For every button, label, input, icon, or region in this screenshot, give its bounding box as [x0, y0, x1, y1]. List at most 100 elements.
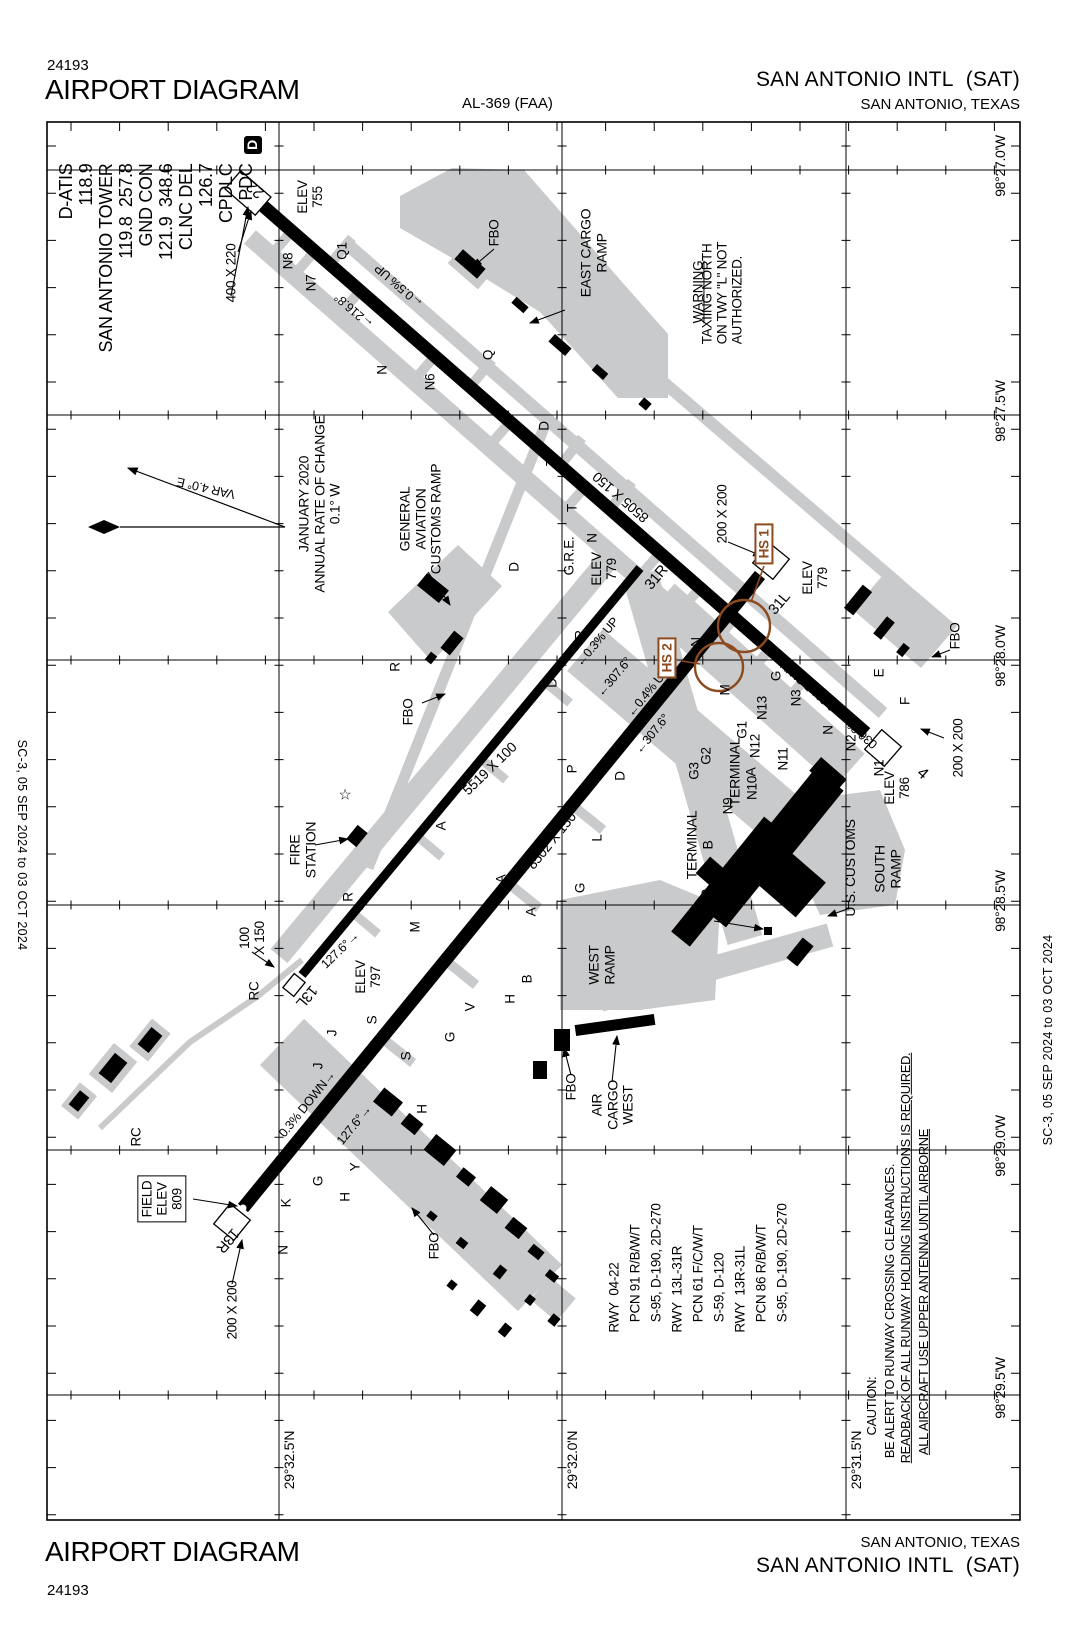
taxiway-label-n-mid: N — [584, 533, 600, 543]
building — [754, 846, 826, 918]
taxiway-label-a3: A — [523, 907, 539, 917]
leader-arrow — [251, 951, 275, 968]
taxiway-label-s1: S — [364, 1015, 380, 1025]
rc-road-label-1: RC — [246, 981, 262, 1001]
building — [527, 1243, 545, 1261]
taxiway-label-n11: N11 — [775, 747, 791, 771]
building — [524, 1293, 536, 1307]
blastpad-13R — [212, 1202, 252, 1242]
building — [426, 1210, 438, 1222]
leader-arrow — [230, 205, 251, 297]
airport-code: (SAT) — [965, 68, 1020, 91]
leader-arrow — [472, 248, 495, 268]
south-ramp-label: SOUTH RAMP — [871, 845, 903, 893]
east-cargo-ramp-label: EAST CARGO RAMP — [577, 208, 609, 298]
leader-arrow — [713, 920, 765, 932]
heading-307-13l: ←307.6° — [593, 654, 635, 700]
leader-arrow — [314, 836, 350, 846]
longitude-label: 98°27.5'W — [992, 380, 1009, 442]
taxiway-label-n6: N6 — [422, 373, 438, 391]
magnetic-variation-label: VAR 4.0° E — [175, 474, 237, 502]
taxiway-label-n8: N8 — [280, 252, 296, 270]
chart-number-bottom: 24193 — [47, 1582, 89, 1599]
taxiway-label-r1: R — [572, 630, 588, 640]
pdc-d-symbol: D — [244, 140, 261, 150]
rate-of-change-label: JANUARY 2020 ANNUAL RATE OF CHANGE 0.1° … — [295, 415, 343, 593]
latitude-label: 29°31.5'N — [848, 1430, 865, 1490]
airport-name: SAN ANTONIO INTL — [755, 68, 954, 91]
heading-307-13r: ←307.6° — [631, 711, 673, 757]
taxiway-label-q: Q — [480, 349, 496, 361]
runway-13r31l-dimensions: 8502 X 150 — [523, 808, 580, 873]
building — [896, 642, 910, 658]
taxiway-label-n13: N13 — [754, 696, 770, 720]
elev-779-31r: ELEV 779 — [588, 552, 619, 586]
longitude-label: 98°28.0'W — [992, 625, 1009, 687]
blastpad-13l-label: 100 X 150 — [236, 921, 267, 955]
field-elevation-box: FIELD ELEV 809 — [137, 1175, 187, 1223]
building — [68, 1090, 90, 1112]
fire-station-label: FIRE STATION — [286, 821, 318, 879]
taxiway-label-k: K — [278, 1198, 294, 1208]
building — [417, 572, 449, 604]
leader-arrow — [562, 1046, 572, 1076]
taxiway-label-j2: J — [310, 1062, 326, 1070]
latitude-label: 29°32.0'N — [564, 1430, 581, 1490]
fbo-west-label: FBO — [563, 1073, 579, 1101]
runway-31l-number: 31L — [765, 588, 794, 619]
taxiway-label-n7: N7 — [303, 274, 319, 292]
building — [456, 1167, 476, 1187]
building — [591, 364, 609, 380]
leader-arrow — [421, 693, 447, 704]
field-elevation-point — [239, 1204, 247, 1212]
leader-arrow — [231, 1238, 244, 1285]
airport-name: SAN ANTONIO INTL — [755, 1554, 954, 1577]
runway-13l-number: 13L — [292, 981, 321, 1012]
leader-arrow — [826, 907, 851, 917]
taxiway-label-h3: H — [337, 1192, 353, 1202]
blastpad-13r-label: 200 X 200 — [224, 1280, 240, 1340]
airport-name-bottom: SAN ANTONIO INTL (SAT) — [756, 1554, 1020, 1578]
leader-arrow — [192, 1198, 239, 1209]
taxiway-label-m-hs: M — [717, 684, 733, 696]
taxiway-label-d4: D — [612, 771, 628, 781]
leader-arrow — [528, 309, 566, 324]
building — [423, 1134, 457, 1166]
building — [504, 1216, 528, 1240]
gre-label: G.R.E. — [561, 536, 577, 576]
taxiway-label-a2: A — [493, 874, 509, 884]
building — [786, 937, 814, 967]
taxiway-label-n-se: N — [820, 725, 836, 735]
runways — [212, 169, 903, 1242]
building — [440, 630, 464, 656]
caution-line-1: BE ALERT TO RUNWAY CROSSING CLEARANCES. — [881, 1163, 897, 1459]
building — [137, 1027, 163, 1053]
taxiway-label-t1: T — [543, 458, 559, 466]
taxiway-label-g-c: G — [572, 882, 588, 894]
fbo-ga-label: FBO — [400, 698, 416, 726]
latitude-label: 29°32.5'N — [281, 1430, 298, 1490]
building — [544, 1269, 560, 1283]
runway-13R-31L — [237, 570, 766, 1213]
grade-0422-up: ←0.5% UP — [371, 261, 427, 311]
building — [511, 296, 529, 314]
hotspot-1-label: HS 1 — [754, 523, 774, 565]
building — [548, 334, 572, 356]
taxiway-label-l: L — [589, 834, 605, 842]
air-cargo-west-label: AIR CARGO WEST — [588, 1080, 636, 1130]
taxiway-label-n2: N2 — [843, 734, 859, 752]
building — [809, 757, 847, 793]
taxiway-label-d2: D — [506, 562, 522, 572]
longitude-label: 98°27.0'W — [992, 135, 1009, 197]
building — [873, 616, 895, 640]
taxiway-label-g-d: G — [442, 1031, 458, 1043]
taxiway-label-m: M — [407, 921, 423, 933]
building — [400, 1112, 424, 1136]
taxiway-label-q1: Q1 — [334, 242, 350, 260]
leader-arrow — [930, 649, 951, 658]
taxiway-label-d3: D — [544, 678, 560, 688]
airport-city-top: SAN ANTONIO, TEXAS — [860, 96, 1021, 113]
building — [533, 1061, 547, 1079]
taxiway-label-t2: T — [564, 504, 580, 512]
